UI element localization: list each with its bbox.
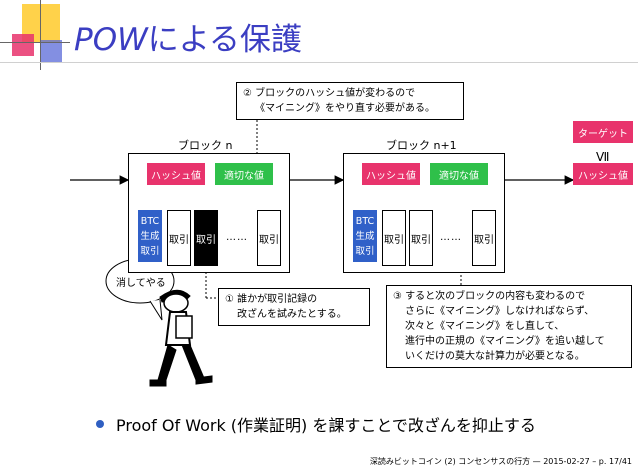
block-n1-ellipsis: …… xyxy=(440,232,462,243)
block-n1-tx-last: 取引 xyxy=(472,210,496,266)
block-n1-label: ブロック n+1 xyxy=(386,139,457,152)
bullet-text: Proof Of Work (作業証明) を課すことで改ざんを抑止する xyxy=(116,416,536,435)
note-remine-block: ② ブロックのハッシュ値が変わるので 《マイニング》をやり直す必要がある。 xyxy=(236,82,464,120)
block-n-ellipsis: …… xyxy=(226,232,248,243)
speech-bubble-tail xyxy=(149,299,163,321)
title-divider xyxy=(0,62,638,63)
block-n1-tx-1: 取引 xyxy=(382,210,406,266)
deco-square-red xyxy=(12,34,34,56)
deco-line-v xyxy=(40,0,41,70)
block-n-tx-tampered: 取引 xyxy=(194,210,218,266)
note-chain-recompute: ③ すると次のブロックの内容も変わるので さらに《マイニング》しなければならず、… xyxy=(386,285,632,368)
block-n-tx-last: 取引 xyxy=(257,210,281,266)
block-n-hash: ハッシュ値 xyxy=(147,163,205,185)
target-roman-numeral: Ⅶ xyxy=(596,150,610,164)
block-n-nonce: 適切な値 xyxy=(215,163,273,185)
speech-text: 消してやる xyxy=(116,278,166,289)
block-n1-tx-2: 取引 xyxy=(409,210,433,266)
bullet-dot xyxy=(96,420,104,428)
person-figure xyxy=(149,289,213,387)
slide-footer: 深読みビットコイン (2) コンセンサスの行方 — 2015-02-27 – p… xyxy=(369,457,632,466)
target-label: ターゲット xyxy=(573,121,633,143)
deco-line-h xyxy=(0,42,70,43)
deco-square-blue xyxy=(40,40,62,62)
target-hash: ハッシュ値 xyxy=(573,163,633,185)
block-n1-hash: ハッシュ値 xyxy=(362,163,420,185)
block-n-label: ブロック n xyxy=(178,139,233,152)
block-n-tx-1: 取引 xyxy=(167,210,191,266)
note-tamper-attempt: ① 誰かが取引記録の 改ざんを試みたとする。 xyxy=(218,288,370,326)
block-n1-nonce: 適切な値 xyxy=(430,163,488,185)
page-title: POWによる保護 xyxy=(74,22,302,58)
